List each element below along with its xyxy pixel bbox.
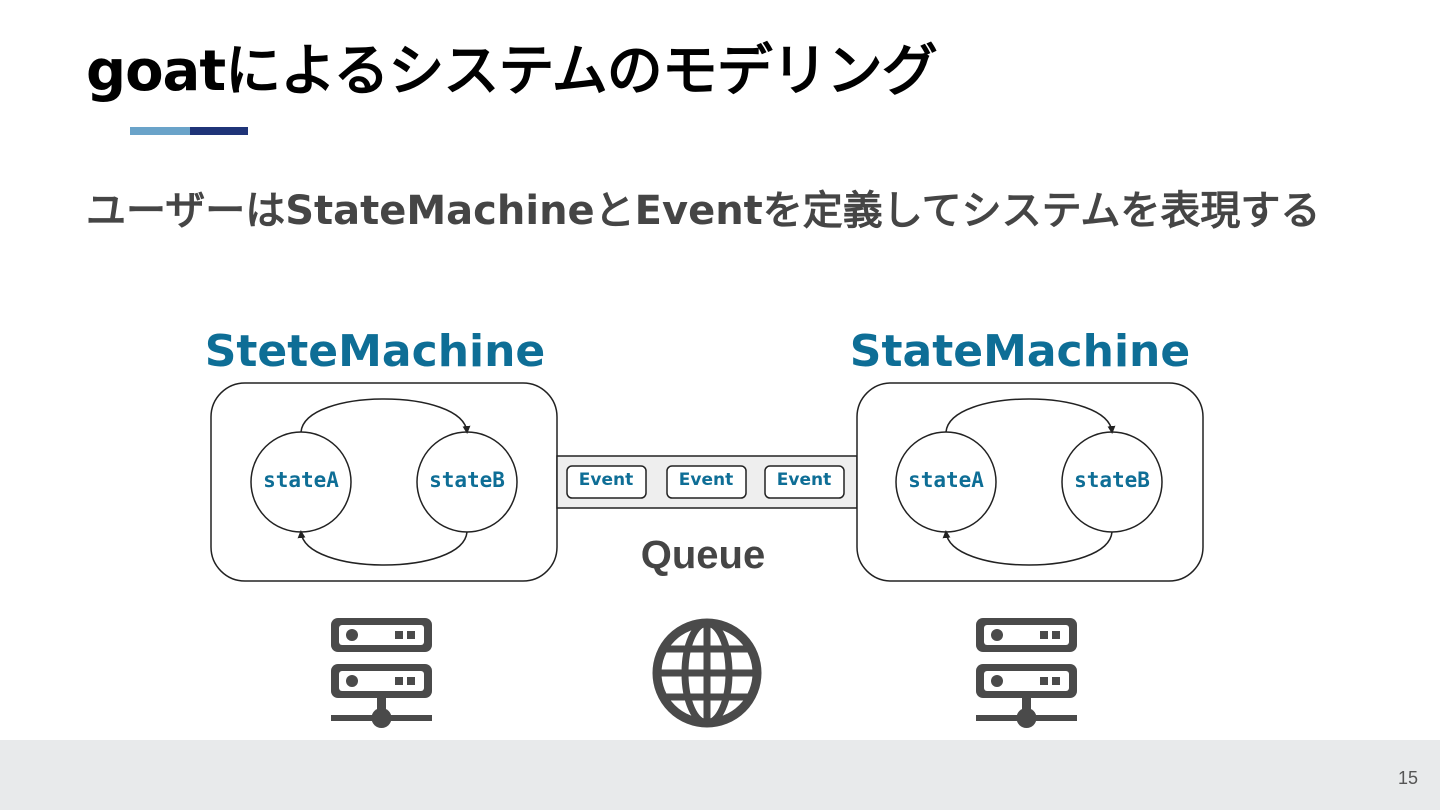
right-transition-a-to-b (945, 398, 1116, 434)
server-icon (976, 618, 1077, 728)
system-diagram: SteteMachine stateA stateB Event Event E… (205, 326, 1204, 728)
queue-event-box (566, 465, 647, 499)
queue-event-label: Event (579, 470, 633, 490)
title-accent-bar-dark (190, 127, 248, 135)
queue-label: Queue (641, 533, 765, 577)
left-machine-label: SteteMachine (205, 326, 546, 377)
event-queue: Event Event Event Queue (556, 455, 858, 577)
queue-event-box (666, 465, 747, 499)
left-transition-a-to-b (300, 398, 471, 434)
page-number: 15 (1397, 768, 1418, 788)
queue-event-label: Event (679, 470, 733, 490)
queue-event-box (764, 465, 845, 499)
server-icon (331, 618, 432, 728)
footer-bar: 15 (0, 740, 1440, 810)
right-transition-b-to-a (942, 530, 1113, 566)
left-state-a-label: stateA (263, 468, 339, 492)
slide-subtitle: ユーザーはStateMachineとEventを定義してシステムを表現する (86, 188, 1321, 234)
right-state-a-label: stateA (908, 468, 984, 492)
right-state-machine: StateMachine stateA stateB (850, 326, 1204, 582)
left-transition-b-to-a (297, 530, 468, 566)
right-machine-label: StateMachine (850, 326, 1190, 377)
left-state-b-label: stateB (429, 468, 505, 492)
title-accent-bar-light (130, 127, 190, 135)
left-state-machine: SteteMachine stateA stateB (205, 326, 558, 582)
right-state-b-label: stateB (1074, 468, 1150, 492)
queue-event-label: Event (777, 470, 831, 490)
globe-icon (652, 618, 762, 728)
slide-title: goatによるシステムのモデリング (86, 39, 938, 104)
